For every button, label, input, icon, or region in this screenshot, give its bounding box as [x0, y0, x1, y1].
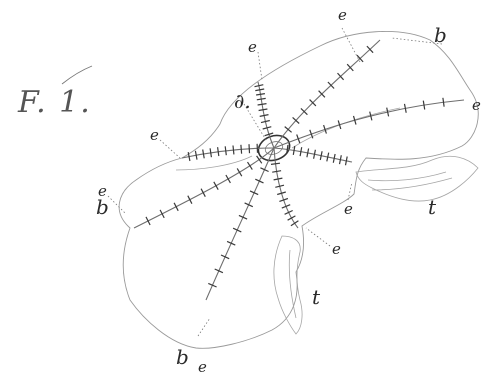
label-b-bottom: b: [176, 345, 189, 369]
canal-tick: [214, 182, 218, 190]
canal-tick: [188, 196, 192, 204]
label-e-top: e: [338, 6, 347, 24]
canal-tick: [160, 210, 164, 218]
canal-tick: [226, 175, 231, 183]
canal-tick: [241, 145, 242, 154]
figure-label: F. 1.: [17, 85, 92, 120]
canal-tick: [255, 89, 264, 91]
label-b-top-right: b: [434, 23, 447, 47]
label-t-bottom: t: [312, 285, 321, 309]
canal-tick: [300, 147, 302, 156]
tentacle-frond-bottom: [274, 236, 302, 334]
canal-tick: [423, 101, 424, 110]
canal-tick: [271, 163, 280, 164]
label-e-lower-right: e: [332, 240, 341, 258]
radial-canal: [206, 148, 274, 300]
tentacle-frond-right-fold: [368, 172, 446, 181]
leader-line: [306, 228, 330, 246]
canal-tick: [288, 216, 296, 220]
label-e-left-upper: e: [150, 126, 159, 144]
canal-tick: [258, 104, 267, 105]
canal-tick: [146, 217, 150, 225]
leader-line: [160, 140, 180, 158]
leader-line: [342, 28, 360, 62]
canal-tick: [272, 171, 281, 173]
label-t-right: t: [428, 195, 437, 219]
canal-tick: [307, 149, 309, 158]
radial-canal: [274, 40, 380, 148]
radial-canal: [274, 100, 464, 148]
canal-tick: [405, 104, 407, 113]
canal-tick: [195, 151, 197, 160]
canal-tick: [237, 168, 242, 176]
bell-inner-line: [176, 156, 252, 170]
canal-tick: [285, 127, 292, 133]
tentacle-frond-right-fold: [372, 178, 452, 190]
canal-tick: [346, 157, 348, 166]
leader-line: [258, 52, 262, 80]
canal-tick: [291, 221, 299, 226]
canal-tick: [210, 148, 211, 157]
canal-tick: [259, 109, 268, 111]
label-d-center: ∂.: [234, 89, 251, 113]
label-e-center-right: e: [344, 200, 353, 218]
canal-tick: [225, 146, 226, 155]
figure-label-flourish: [62, 66, 92, 84]
canal-tick: [203, 150, 205, 159]
canal-tick: [256, 94, 265, 95]
radial-canal: [134, 148, 274, 228]
canal-tick: [174, 203, 178, 211]
label-e-right: e: [472, 96, 481, 114]
bell-outline: [119, 31, 478, 348]
canal-tick: [248, 162, 253, 170]
canal-tick: [218, 147, 219, 156]
leader-line: [108, 196, 126, 214]
canal-tick: [443, 98, 444, 107]
canal-tick: [201, 189, 205, 197]
canal-tick: [257, 98, 266, 99]
label-e-left: e: [98, 182, 107, 200]
label-e-top-center: e: [248, 38, 257, 56]
bell-inner-line: [292, 108, 400, 148]
canal-tick: [249, 144, 250, 153]
canal-tick: [233, 146, 234, 155]
leader-line: [198, 318, 210, 336]
label-e-bottom: e: [198, 358, 207, 375]
